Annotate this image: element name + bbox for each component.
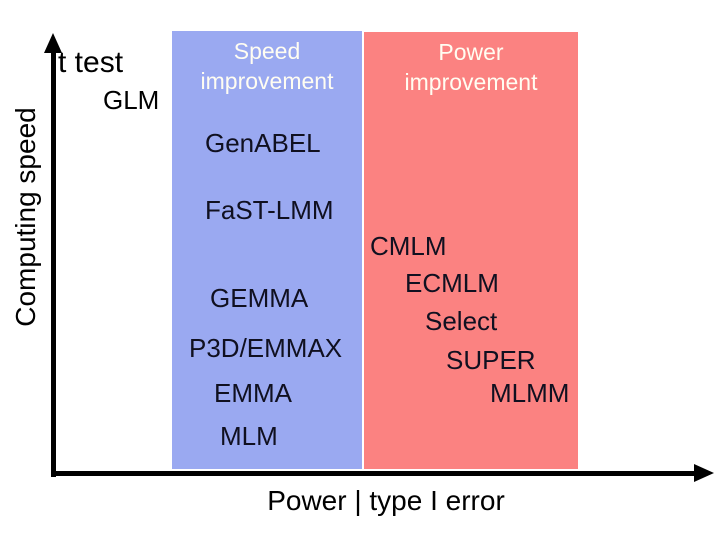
method-label-glm: GLM [103,85,160,115]
method-label-ecmlm: ECMLM [405,268,499,298]
method-label-cmlm: CMLM [370,231,447,261]
method-label-p3d-emmax: P3D/EMMAX [189,333,343,363]
x-axis-arrowhead-icon [694,464,714,482]
x-axis-line [51,471,696,476]
speed-region-title: Speed improvement [200,38,334,94]
method-label-select: Select [425,306,498,336]
y-axis-label: Computing speed [10,107,41,327]
power-region-title: Power improvement [404,39,538,95]
power-improvement-region: Power improvement [364,32,578,469]
method-label-mlmm: MLMM [490,378,570,408]
method-label-super: SUPER [446,345,536,375]
speed-improvement-region: Speed improvement [172,31,362,469]
y-axis-arrowhead-icon [44,33,62,53]
method-label-gemma: GEMMA [210,283,309,313]
method-label-t-test: t test [58,46,124,79]
method-label-emma: EMMA [214,378,292,408]
y-axis-line [51,50,56,477]
method-label-genabel: GenABEL [205,128,321,158]
method-label-mlm: MLM [220,421,278,451]
method-label-fast-lmm: FaST-LMM [205,195,334,225]
x-axis-label: Power | type I error [267,485,505,516]
